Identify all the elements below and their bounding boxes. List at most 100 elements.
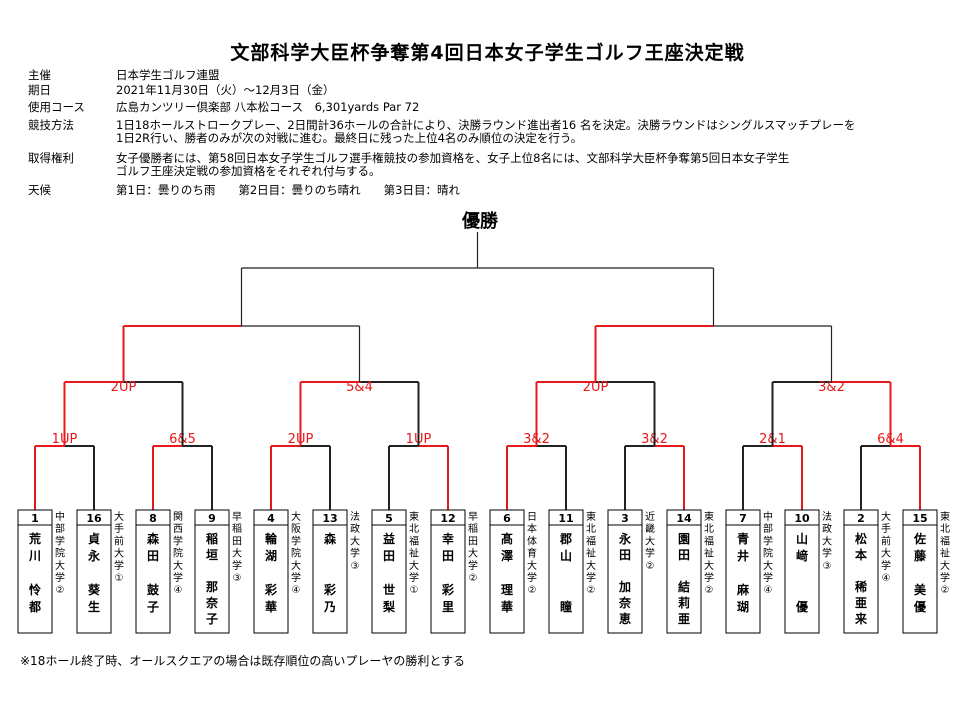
player-name-char: 那 [206,580,218,594]
player-school-char: 学 [173,571,183,584]
player-school-char: ① [115,573,124,584]
player-school-char: 前 [114,534,124,547]
player-school-char: 大 [881,510,891,523]
player-name-char: 奈 [618,595,632,610]
player-school-char: ④ [174,585,183,596]
player-school-char: 学 [704,571,714,584]
player-school-char: 体 [527,535,537,547]
player-school-char: 大 [232,547,242,560]
player-school-char: 稲 [232,523,242,535]
info-value: ゴルフ王座決定戦の参加資格をそれぞれ付与する。 [116,164,381,178]
player-name-char: 稲 [206,531,218,546]
info-value: 広島カンツリー倶楽部 八本松コース 6,301yards Par 72 [116,100,420,114]
player-name-char: 貞 [88,531,100,546]
player-name-char: 美 [914,582,927,597]
player-school-char: 学 [409,571,419,584]
player-box [17,509,53,634]
round2-score: 5&4 [346,380,373,395]
player-name-char: 莉 [678,595,690,610]
player-school-char: 学 [763,571,773,584]
player-school-char: 学 [114,559,124,572]
info-key: 使用コース [28,100,85,114]
player-seed: 16 [86,512,102,525]
player-school-char: ② [941,585,950,596]
player-name-char: 佐 [913,531,926,546]
player-school-char: 法 [822,510,832,523]
player-name-char: 川 [28,549,41,563]
player-school-char: 阪 [291,522,301,535]
player-school-char: 関 [173,511,183,523]
player-seed: 11 [558,512,573,525]
player-name-char: 乃 [323,600,336,614]
player-name-char: 恵 [619,611,631,626]
player-school-char: 大 [586,559,596,572]
player-school-char: 北 [940,523,950,535]
player-name-char: 麻 [736,582,750,597]
player-school-char: 本 [527,522,537,535]
player-seed: 15 [912,512,927,525]
player-school-char: ④ [764,585,773,596]
player-school-char: 学 [291,571,301,584]
player-school-char: ② [705,585,714,596]
player-name-char: 垣 [206,547,218,562]
player-school-char: 福 [704,534,714,547]
player-box [784,509,820,634]
player-name-char: 湖 [265,548,277,563]
player-name-char: 澤 [501,548,513,563]
player-school-char: 大 [527,559,537,572]
round2-score: 3&2 [818,380,845,395]
player-school-char: 院 [173,547,183,560]
player-school-char: 大 [55,559,65,572]
player-box [666,509,702,634]
player-name-char: 瑚 [737,599,749,614]
player-seed: 12 [440,512,455,525]
player-name-char: 瞳 [560,599,572,614]
player-school-char: 手 [114,522,124,535]
player-box [135,509,171,634]
player-name-char: 子 [147,600,159,614]
player-box [607,509,643,634]
player-school-char: 東 [409,510,419,523]
info-key: 主催 [28,68,51,82]
player-name-char: 永 [618,531,631,546]
player-seed: 1 [31,512,39,525]
player-box [430,509,466,634]
player-school-char: 大 [291,510,301,523]
player-name-char: 藤 [913,548,927,563]
player-school-char: ② [587,585,596,596]
player-box [902,509,938,634]
player-school-char: 大 [350,534,360,547]
player-school-char: 法 [350,510,360,523]
player-name-char: 彩 [441,582,454,597]
player-name-char: 彩 [323,582,336,597]
player-name-char: 井 [737,548,749,563]
round2-score: 2UP [111,380,137,395]
player-school-char: ④ [292,585,301,596]
player-school-char: 部 [763,522,773,535]
player-school-char: 院 [55,547,65,560]
player-school-char: 大 [114,547,124,560]
player-name-char: 優 [913,599,927,614]
player-school-char: 学 [645,547,655,560]
player-school-char: 東 [586,510,596,523]
player-school-char: 学 [232,559,242,572]
player-school-char: 学 [881,559,891,572]
player-seed: 10 [794,512,810,525]
player-school-char: 大 [468,547,478,560]
player-school-char: ③ [233,573,242,584]
info-value: 女子優勝者には、第58回日本女子学生ゴルフ選手権競技の参加資格を、女子上位8名に… [116,151,790,165]
info-key: 競技方法 [28,118,74,132]
player-seed: 14 [676,512,692,525]
player-name-char: 松 [855,531,867,546]
player-name-char: 理 [501,583,513,597]
player-school-char: 大 [763,559,773,572]
player-school-char: 学 [55,571,65,584]
player-name-char: 荒 [28,531,41,546]
info-key: 取得権利 [28,151,74,165]
player-name-char: 田 [147,549,159,563]
player-school-char: 大 [645,534,655,547]
player-name-char: 里 [442,599,454,614]
info-key: 期日 [28,83,51,97]
player-seed: 5 [385,512,393,525]
player-school-char: 早 [468,511,478,523]
